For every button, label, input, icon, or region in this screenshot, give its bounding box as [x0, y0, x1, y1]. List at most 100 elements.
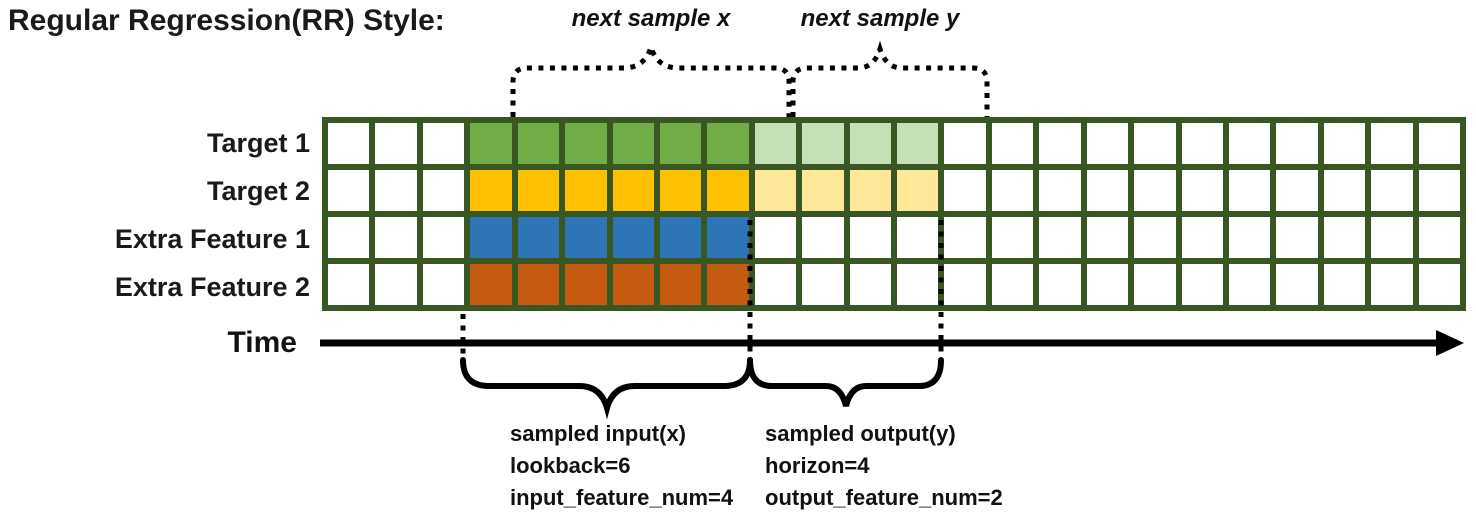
- grid-cell: [470, 170, 512, 211]
- sampled-output-caption-line-1: sampled output(y): [765, 421, 956, 446]
- grid-cell: [1181, 123, 1223, 164]
- grid-cell: [612, 123, 654, 164]
- grid-cell: [1228, 123, 1271, 164]
- grid-cell: [375, 217, 417, 258]
- sample-grid: [322, 117, 1466, 311]
- time-axis-label: Time: [227, 326, 297, 359]
- grid-cell: [1418, 170, 1460, 211]
- grid-cell: [849, 217, 891, 258]
- grid-cell: [470, 123, 512, 164]
- grid-cell: [944, 264, 986, 305]
- grid-cell: [707, 170, 749, 211]
- grid-cell: [802, 123, 844, 164]
- grid-cell: [565, 123, 607, 164]
- grid-cell: [1418, 217, 1460, 258]
- grid-cell: [1228, 217, 1271, 258]
- grid-cell: [565, 264, 607, 305]
- grid-cell: [1086, 123, 1129, 164]
- grid-cell: [375, 170, 417, 211]
- grid-cell: [517, 123, 560, 164]
- grid-cell: [897, 264, 939, 305]
- grid-cell: [328, 217, 370, 258]
- next-sample-x-label: next sample x: [571, 5, 731, 32]
- grid-cell: [1228, 170, 1271, 211]
- grid-cell: [1323, 123, 1366, 164]
- grid-cell: [707, 123, 749, 164]
- grid-cell: [1181, 170, 1223, 211]
- grid-cell: [375, 264, 417, 305]
- grid-cell: [1134, 170, 1176, 211]
- row-label-target-2: Target 2: [206, 176, 310, 206]
- grid-cell: [1039, 217, 1081, 258]
- grid-cell: [612, 217, 654, 258]
- grid-cell: [707, 217, 749, 258]
- grid-cell: [1086, 170, 1129, 211]
- sampled-input-caption: sampled input(x) lookback=6 input_featur…: [510, 418, 733, 514]
- grid-cell: [517, 217, 560, 258]
- grid-cell: [659, 170, 702, 211]
- grid-cell: [1371, 123, 1413, 164]
- grid-cell: [470, 217, 512, 258]
- row-label-extra-feature-2: Extra Feature 2: [114, 272, 310, 302]
- grid-cell: [754, 217, 797, 258]
- grid-cell: [565, 170, 607, 211]
- next-sample-x-brace: [510, 37, 792, 117]
- grid-cell: [1323, 217, 1366, 258]
- grid-cell: [897, 217, 939, 258]
- grid-cell: [1134, 264, 1176, 305]
- grid-cell: [565, 217, 607, 258]
- grid-cell: [754, 123, 797, 164]
- grid-cell: [897, 170, 939, 211]
- grid-cell: [1276, 217, 1318, 258]
- grid-cell: [1276, 170, 1318, 211]
- grid-cell: [422, 170, 465, 211]
- grid-cell: [1323, 264, 1366, 305]
- grid-cell: [1323, 170, 1366, 211]
- grid-cell: [659, 217, 702, 258]
- grid-cell: [517, 170, 560, 211]
- grid-cell: [849, 170, 891, 211]
- grid-cell: [375, 123, 417, 164]
- grid-cell: [1039, 170, 1081, 211]
- grid-cell: [328, 123, 370, 164]
- grid-cell: [1276, 264, 1318, 305]
- sampled-input-caption-line-2: lookback=6: [510, 453, 631, 478]
- grid-cell: [991, 264, 1034, 305]
- grid-cell: [1228, 264, 1271, 305]
- grid-cell: [659, 123, 702, 164]
- sampled-output-caption-line-3: output_feature_num=2: [765, 485, 1003, 510]
- grid-cell: [328, 170, 370, 211]
- grid-cell: [849, 264, 891, 305]
- sampled-input-brace: [460, 357, 753, 420]
- sampled-output-brace: [747, 357, 944, 407]
- grid-cell: [1418, 264, 1460, 305]
- sampled-input-caption-line-3: input_feature_num=4: [510, 485, 734, 510]
- grid-cell: [849, 123, 891, 164]
- grid-cell: [470, 264, 512, 305]
- grid-cell: [754, 264, 797, 305]
- grid-cell: [897, 123, 939, 164]
- grid-cell: [659, 264, 702, 305]
- row-label-target-1: Target 1: [206, 128, 310, 158]
- diagram-title: Regular Regression(RR) Style:: [8, 4, 445, 37]
- grid-cell: [802, 170, 844, 211]
- grid-cell: [991, 217, 1034, 258]
- grid-cell: [1371, 217, 1413, 258]
- grid-cell: [1371, 170, 1413, 211]
- grid-cell: [944, 217, 986, 258]
- grid-cell: [328, 264, 370, 305]
- sampled-output-caption: sampled output(y) horizon=4 output_featu…: [765, 418, 1003, 514]
- grid-cell: [1134, 123, 1176, 164]
- grid-cell: [422, 123, 465, 164]
- next-sample-y-label: next sample y: [800, 5, 960, 32]
- grid-cell: [991, 123, 1034, 164]
- time-axis-arrow-head: [1436, 330, 1464, 356]
- grid-cell: [754, 170, 797, 211]
- grid-cell: [944, 170, 986, 211]
- grid-cell: [422, 217, 465, 258]
- grid-cell: [991, 170, 1034, 211]
- grid-cell: [1134, 217, 1176, 258]
- sampled-output-caption-line-2: horizon=4: [765, 453, 870, 478]
- grid-cell: [1276, 123, 1318, 164]
